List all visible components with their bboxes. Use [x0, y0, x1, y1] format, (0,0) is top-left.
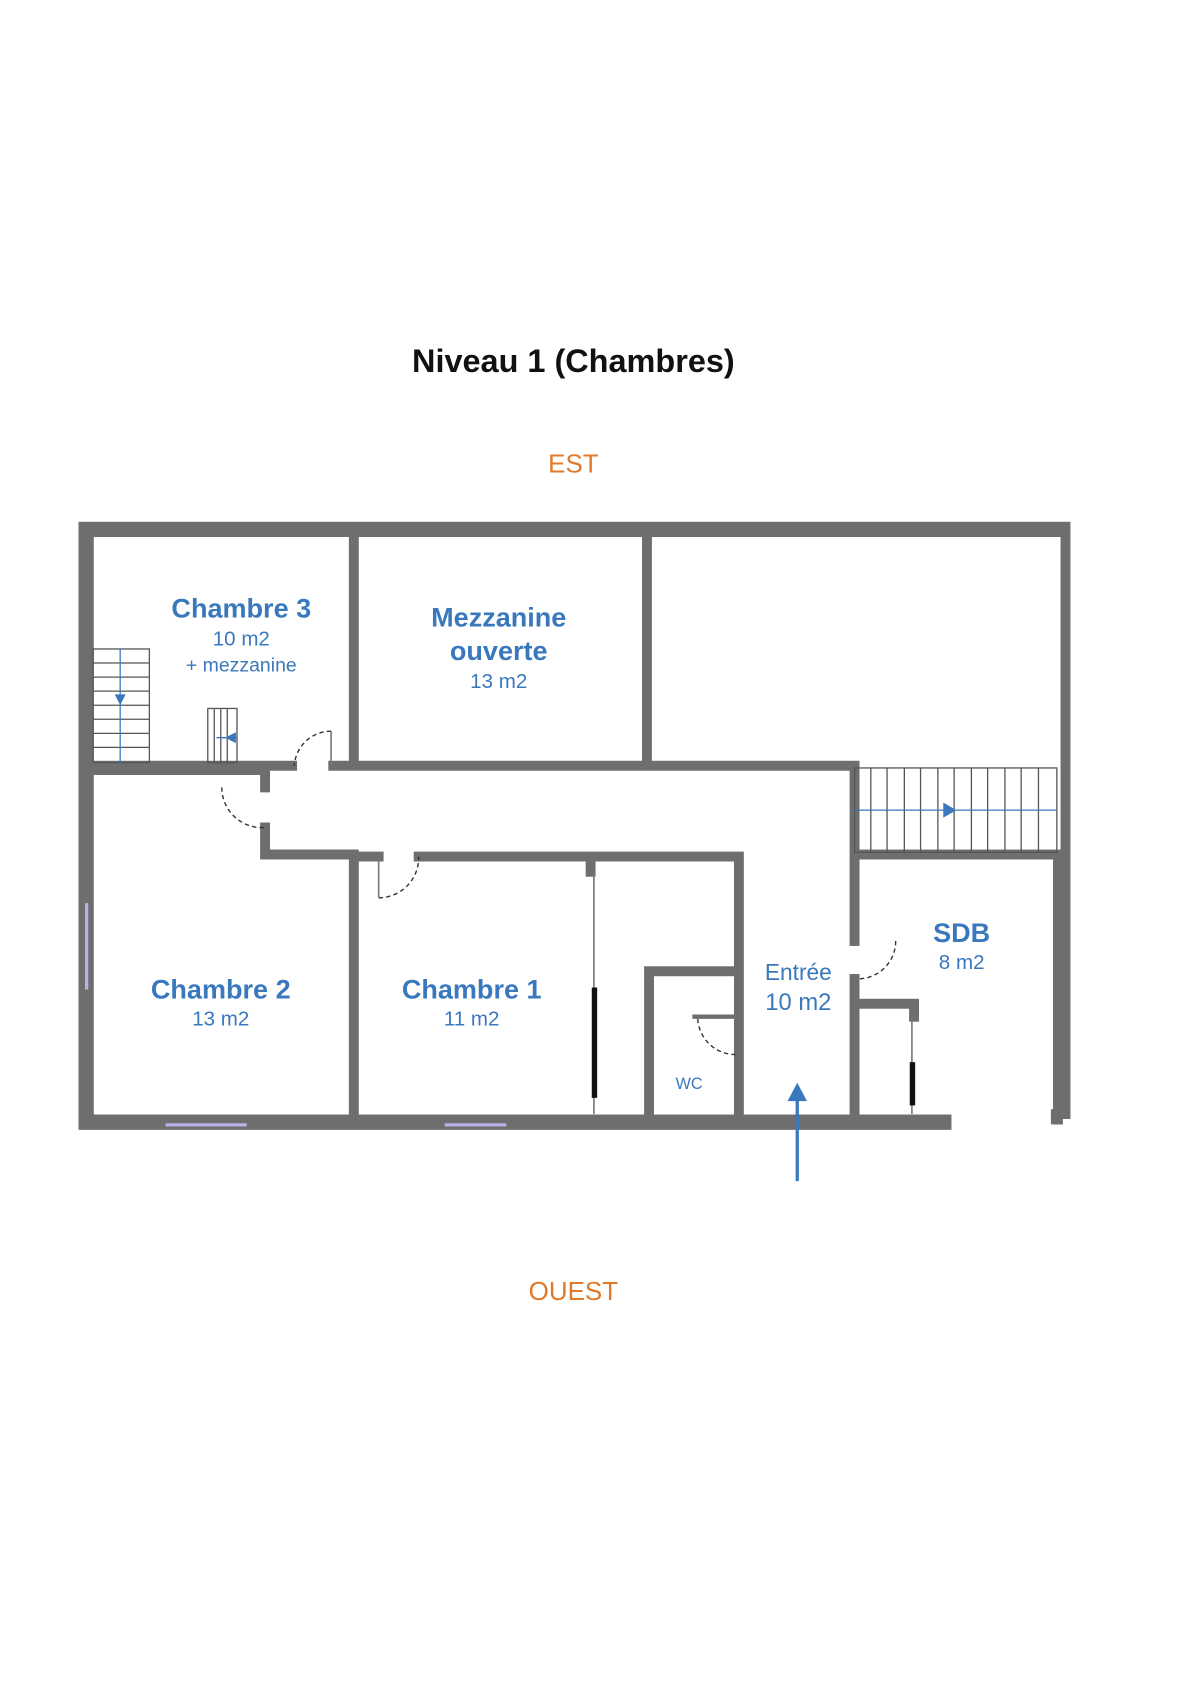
room-chambre1-name: Chambre 1: [402, 974, 542, 1004]
room-entree-area: 10 m2: [765, 989, 831, 1016]
room-mezzanine-name2: ouverte: [450, 636, 548, 666]
partitions: [591, 871, 916, 1122]
orientation-east: EST: [548, 451, 599, 479]
room-chambre3-note: + mezzanine: [186, 655, 297, 677]
room-mezzanine-name1: Mezzanine: [431, 602, 566, 632]
stairs-icon: [92, 648, 1058, 853]
orientation-west: OUEST: [529, 1278, 619, 1306]
walls: [78, 521, 1071, 1130]
room-entree-name: Entrée: [765, 959, 832, 985]
doors: [221, 730, 897, 1056]
room-sdb-name: SDB: [933, 918, 990, 948]
windows: [85, 903, 507, 1127]
room-mezzanine-area: 13 m2: [470, 670, 527, 693]
room-chambre3-name: Chambre 3: [171, 594, 311, 624]
arrow-up-icon: [787, 1082, 807, 1182]
room-chambre2-name: Chambre 2: [151, 974, 291, 1004]
room-chambre3-area: 10 m2: [213, 628, 270, 651]
page-title: Niveau 1 (Chambres): [412, 343, 735, 379]
room-chambre1-area: 11 m2: [444, 1007, 500, 1030]
room-wc-name: WC: [676, 1075, 703, 1093]
room-chambre2-area: 13 m2: [192, 1007, 249, 1030]
room-sdb-area: 8 m2: [939, 951, 985, 974]
